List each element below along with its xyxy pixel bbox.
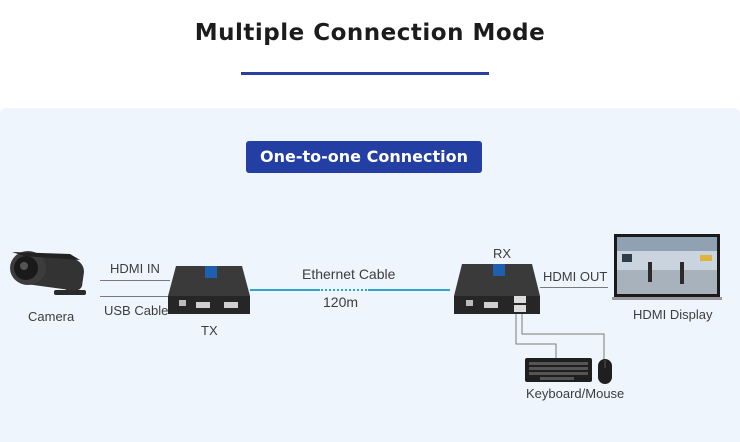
hdmi-in-cable [100, 280, 170, 281]
tx-extender-icon [168, 266, 250, 314]
usb-peripheral-wires [515, 314, 605, 360]
page-title: Multiple Connection Mode [194, 20, 546, 46]
ethernet-cable-dotted [318, 289, 370, 291]
tx-label: TX [201, 323, 218, 338]
hdmi-out-cable [540, 287, 608, 288]
usb-cable [100, 296, 170, 297]
title-underline [241, 72, 489, 75]
rx-label: RX [493, 246, 512, 261]
mouse-icon [598, 359, 612, 384]
hdmi-in-label: HDMI IN [110, 261, 160, 276]
hdmi-display-icon [612, 234, 722, 300]
hdmi-display-label: HDMI Display [633, 307, 713, 322]
ethernet-cable-left [250, 289, 318, 291]
rx-extender-icon [454, 264, 540, 314]
camera-label: Camera [28, 309, 75, 324]
hdmi-out-label: HDMI OUT [543, 269, 608, 284]
connection-mode-badge: One-to-one Connection [246, 141, 482, 173]
ethernet-cable-label: Ethernet Cable [302, 266, 396, 282]
keyboard-icon [525, 358, 592, 382]
camera-icon [10, 251, 86, 295]
cable-distance-label: 120m [323, 294, 359, 310]
keyboard-mouse-label: Keyboard/Mouse [526, 386, 625, 401]
ethernet-cable-right [370, 289, 450, 291]
usb-cable-label: USB Cable [104, 303, 169, 318]
